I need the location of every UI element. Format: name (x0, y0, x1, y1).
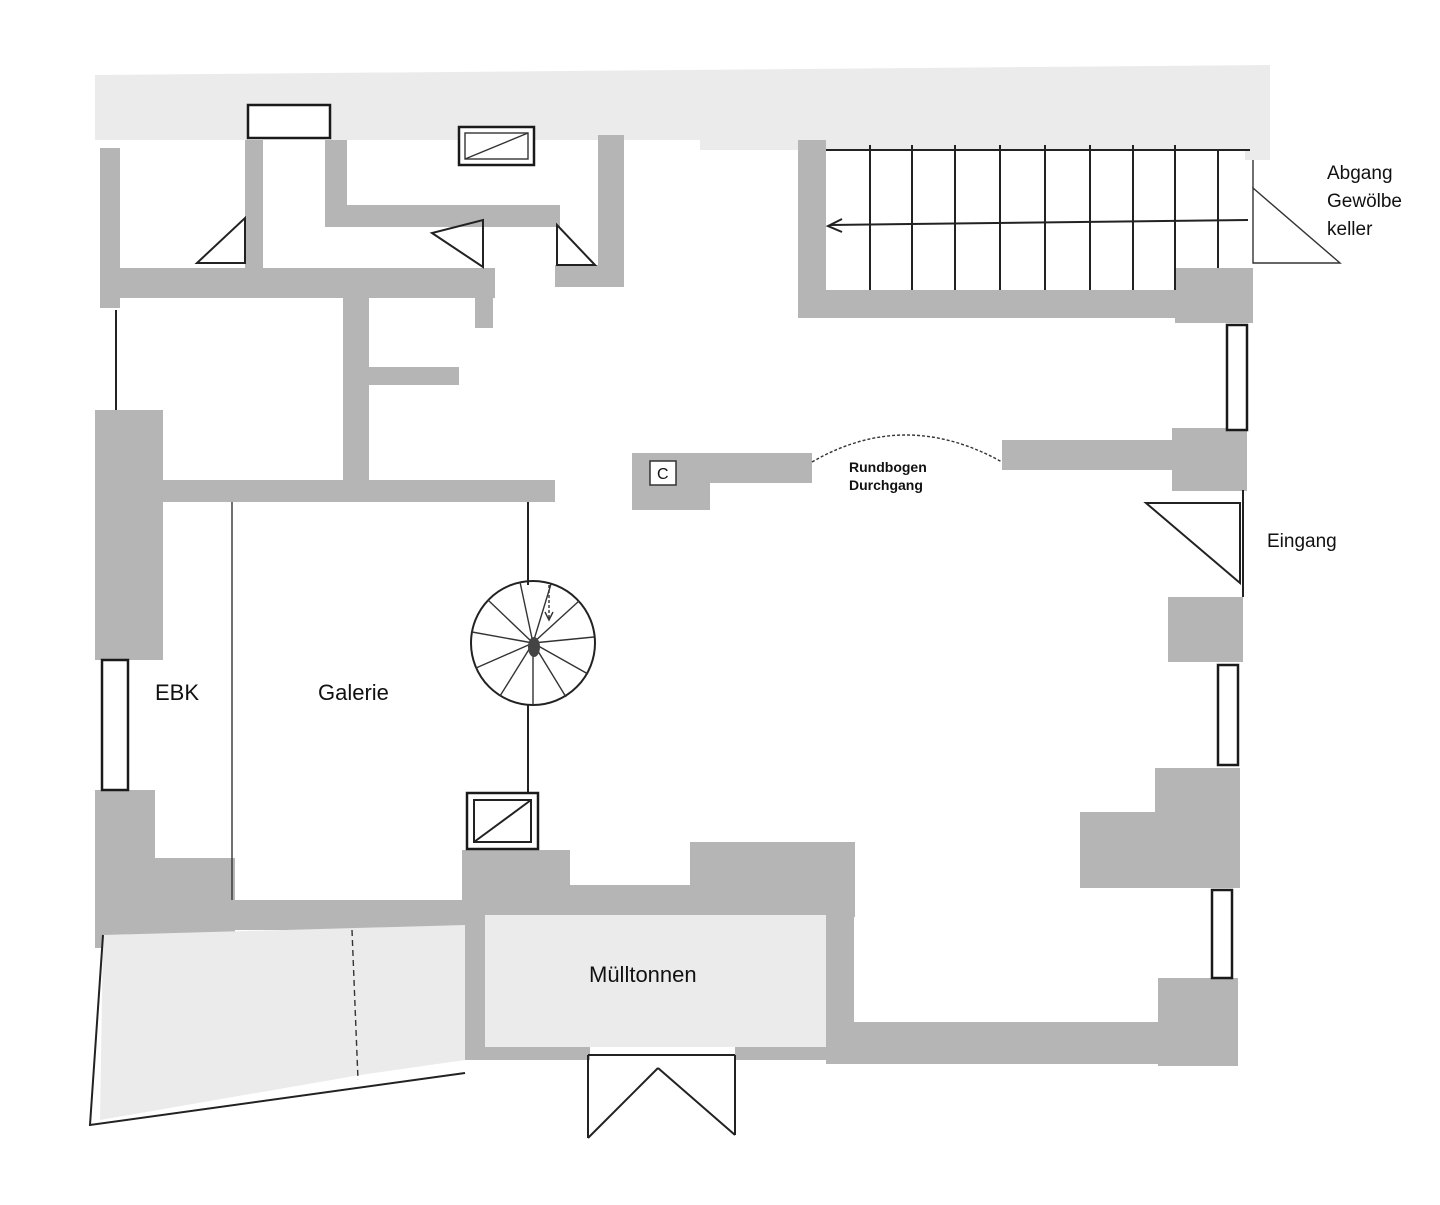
arch-label: Rundbogen Durchgang (849, 458, 927, 494)
window-left (100, 658, 130, 792)
shaft-top-diagonal (464, 132, 529, 160)
wall (570, 885, 695, 915)
wall (100, 268, 495, 298)
window-right (1225, 323, 1249, 432)
shaft-bottom-diagonal (473, 799, 532, 843)
wall (245, 140, 263, 270)
cellar-label-line-2: Gewölbe (1327, 191, 1402, 212)
chimney-box (649, 460, 677, 486)
cellar-door-pointer (1252, 186, 1342, 264)
arch-label-line-2: Durchgang (849, 477, 923, 493)
wall (475, 268, 493, 328)
door-swing (194, 215, 246, 264)
entrance-door (1143, 502, 1241, 586)
bin-room-label: Mülltonnen (589, 962, 697, 987)
window-right (1216, 663, 1240, 767)
wall (462, 850, 570, 915)
wall (465, 1045, 590, 1060)
window-right (1210, 888, 1234, 980)
wall (343, 298, 369, 483)
wall (1080, 812, 1240, 888)
yard-divider (351, 929, 359, 1081)
wall (1172, 428, 1247, 491)
wall (369, 367, 459, 385)
wall (100, 480, 555, 502)
wall (826, 1022, 1238, 1064)
double-door (587, 1054, 736, 1139)
wall (598, 135, 624, 285)
wall (798, 140, 826, 318)
boundary-line (88, 934, 466, 1127)
outer-ground-bottom-left (100, 925, 465, 1120)
cellar-label-line-3: keller (1327, 219, 1373, 240)
cellar-staircase (825, 145, 1250, 290)
wall (465, 930, 485, 1060)
wall (325, 205, 560, 227)
chimney-letter: C (657, 466, 669, 483)
wall (1175, 268, 1253, 323)
wall (325, 140, 347, 220)
wall (555, 265, 624, 287)
window-top (246, 103, 332, 140)
shaft-top-inner (464, 132, 529, 160)
arch-label-line-1: Rundbogen (849, 459, 927, 475)
door-swing (556, 222, 598, 266)
spiral-staircase (470, 580, 596, 706)
door-swing (429, 218, 484, 269)
round-arch (811, 434, 1003, 463)
wall (1168, 597, 1243, 662)
outer-ground-top (95, 65, 1270, 160)
bin-room-floor (485, 915, 826, 1047)
gallery-label: Galerie (318, 680, 389, 705)
cellar-stairs-label: Abgang Gewölbe keller (1327, 160, 1402, 244)
cellar-label-line-1: Abgang (1327, 163, 1393, 184)
entrance-label: Eingang (1267, 531, 1337, 552)
wall (95, 410, 163, 660)
shaft-bottom-inner (473, 799, 532, 843)
kitchen-label: EBK (155, 680, 200, 705)
